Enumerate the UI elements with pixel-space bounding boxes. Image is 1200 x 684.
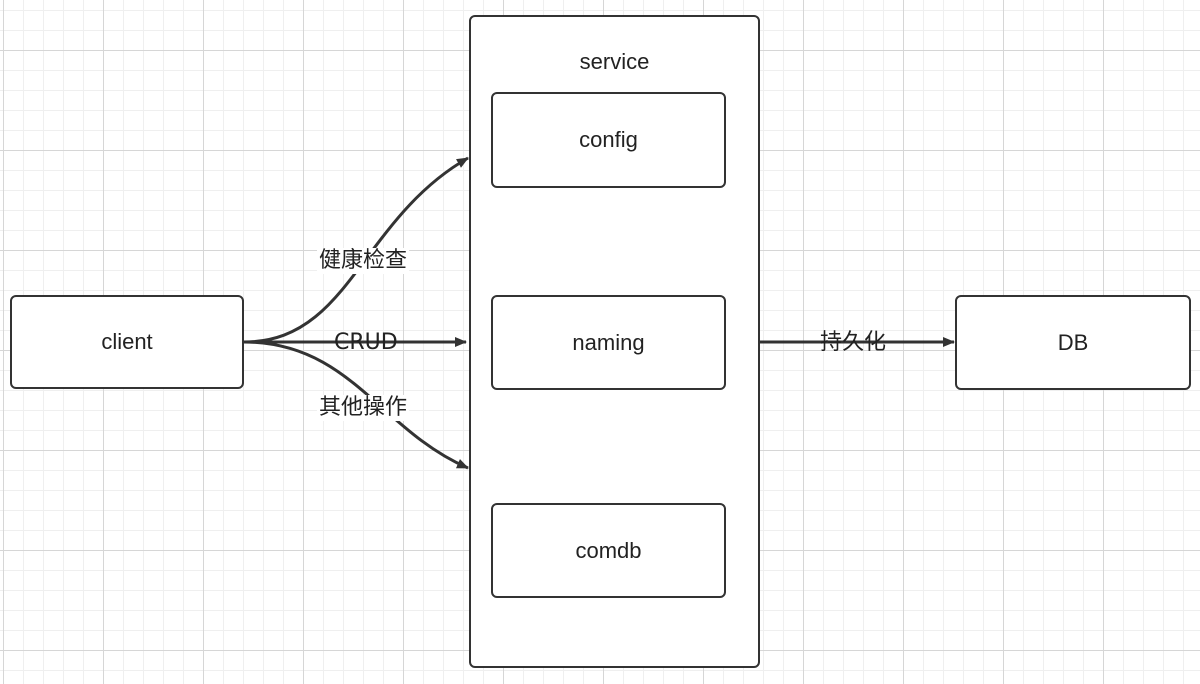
comdb-module[interactable]: comdb (491, 503, 726, 598)
edge-other-ops (243, 340, 469, 470)
edge-label-other-ops: 其他操作 (317, 395, 410, 421)
naming-label: naming (572, 329, 645, 355)
service-title: service (579, 49, 650, 74)
db-label: DB (1057, 329, 1089, 355)
config-label: config (579, 127, 638, 152)
edge-label-health-check: 健康检查 (317, 248, 410, 274)
client-label: client (101, 329, 153, 354)
naming-module[interactable]: naming (491, 295, 726, 390)
edge-label-crud: CRUD (334, 330, 398, 355)
config-module[interactable]: config (491, 92, 726, 188)
comdb-label: comdb (575, 537, 642, 563)
db-node[interactable]: DB (955, 295, 1191, 390)
edge-label-persist: 持久化 (820, 330, 887, 355)
client-node[interactable]: client (10, 295, 244, 389)
